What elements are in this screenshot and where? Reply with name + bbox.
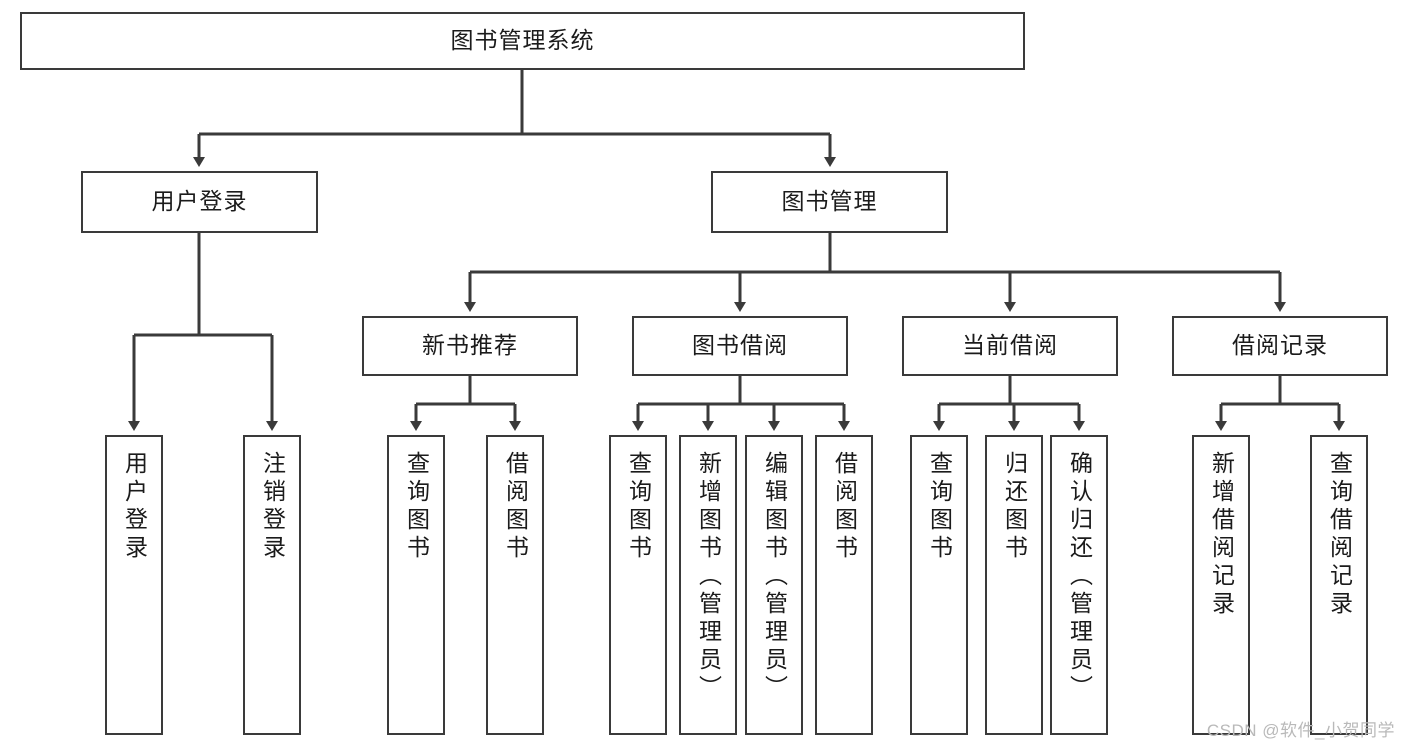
leaf-query-borrow-record-label: 查询借阅记录 (1326, 451, 1353, 619)
leaf-query-book-current[interactable]: 查询图书 (910, 435, 968, 735)
node-borrow-records[interactable]: 借阅记录 (1172, 316, 1388, 376)
leaf-user-login-label: 用户登录 (121, 451, 148, 563)
leaf-query-book-current-label: 查询图书 (926, 451, 953, 563)
leaf-return-book[interactable]: 归还图书 (985, 435, 1043, 735)
node-user-login[interactable]: 用户登录 (81, 171, 318, 233)
leaf-logout-label: 注销登录 (259, 451, 286, 563)
node-new-book-recommend-label: 新书推荐 (422, 332, 518, 359)
node-new-book-recommend[interactable]: 新书推荐 (362, 316, 578, 376)
leaf-query-borrow-record[interactable]: 查询借阅记录 (1310, 435, 1368, 735)
node-book-management[interactable]: 图书管理 (711, 171, 948, 233)
leaf-query-book-borrow[interactable]: 查询图书 (609, 435, 667, 735)
leaf-add-borrow-record-label: 新增借阅记录 (1208, 451, 1235, 619)
leaf-query-book-borrow-label: 查询图书 (625, 451, 652, 563)
leaf-confirm-return-admin[interactable]: 确认归还（管理员） (1050, 435, 1108, 735)
node-current-borrow-label: 当前借阅 (962, 332, 1058, 359)
leaf-edit-book-admin[interactable]: 编辑图书（管理员） (745, 435, 803, 735)
node-book-management-label: 图书管理 (781, 188, 878, 215)
node-user-login-label: 用户登录 (151, 188, 248, 215)
leaf-return-book-label: 归还图书 (1001, 451, 1028, 563)
leaf-borrow-book-newbook[interactable]: 借阅图书 (486, 435, 544, 735)
watermark: CSDN @软件_小贺同学 (1206, 721, 1395, 740)
leaf-logout[interactable]: 注销登录 (243, 435, 301, 735)
node-current-borrow[interactable]: 当前借阅 (902, 316, 1118, 376)
leaf-borrow-book[interactable]: 借阅图书 (815, 435, 873, 735)
leaf-confirm-return-admin-label: 确认归还（管理员） (1066, 451, 1093, 703)
leaf-query-book-newbook-label: 查询图书 (403, 451, 430, 563)
node-root-label: 图书管理系统 (450, 27, 595, 54)
leaf-user-login[interactable]: 用户登录 (105, 435, 163, 735)
leaf-borrow-book-newbook-label: 借阅图书 (502, 451, 529, 563)
node-borrow-records-label: 借阅记录 (1232, 332, 1328, 359)
leaf-edit-book-admin-label: 编辑图书（管理员） (761, 451, 788, 703)
leaf-add-borrow-record[interactable]: 新增借阅记录 (1192, 435, 1250, 735)
node-root[interactable]: 图书管理系统 (20, 12, 1025, 70)
node-book-borrow[interactable]: 图书借阅 (632, 316, 848, 376)
leaf-add-book-admin[interactable]: 新增图书（管理员） (679, 435, 737, 735)
leaf-borrow-book-label: 借阅图书 (831, 451, 858, 563)
node-book-borrow-label: 图书借阅 (692, 332, 788, 359)
leaf-query-book-newbook[interactable]: 查询图书 (387, 435, 445, 735)
leaf-add-book-admin-label: 新增图书（管理员） (695, 451, 722, 703)
